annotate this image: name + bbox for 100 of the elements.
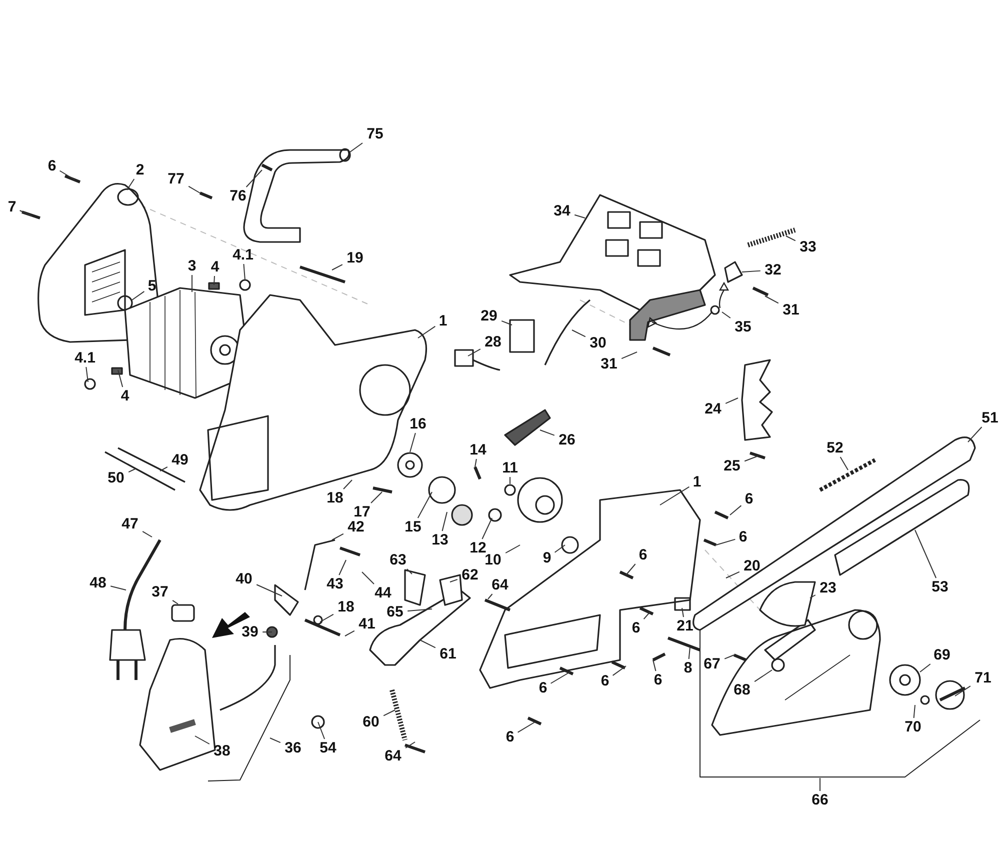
leader-line bbox=[407, 608, 432, 612]
leader-line bbox=[505, 544, 520, 554]
callout-number: 6 bbox=[744, 492, 754, 506]
callout-number: 28 bbox=[484, 334, 502, 350]
callout-number: 26 bbox=[558, 432, 576, 448]
callout-number: 49 bbox=[172, 452, 188, 468]
leader-line bbox=[730, 505, 742, 516]
callout-number: 14 bbox=[470, 442, 486, 458]
leader-line bbox=[362, 572, 374, 584]
callout-number: 5 bbox=[148, 278, 156, 294]
leader-line bbox=[19, 210, 32, 216]
leader-line bbox=[554, 544, 566, 553]
callout-number: 71 bbox=[974, 670, 992, 686]
callout-number: 51 bbox=[982, 410, 998, 426]
leader-line bbox=[383, 710, 396, 716]
leader-line bbox=[660, 486, 690, 506]
callout-number: 1 bbox=[438, 314, 448, 328]
callout-number: 48 bbox=[90, 576, 106, 590]
callout-number: 42 bbox=[348, 520, 364, 534]
leader-line bbox=[214, 276, 215, 286]
callout-number: 7 bbox=[8, 200, 16, 214]
callout-number: 35 bbox=[734, 320, 752, 334]
leader-line bbox=[118, 370, 124, 388]
callout-number: 66 bbox=[812, 792, 828, 808]
leader-line bbox=[652, 660, 656, 672]
leader-line bbox=[450, 578, 458, 582]
leader-line bbox=[406, 568, 412, 574]
leader-line bbox=[160, 466, 168, 472]
leader-line bbox=[914, 530, 937, 578]
leader-line bbox=[682, 608, 684, 618]
leader-line bbox=[572, 330, 586, 338]
leader-line bbox=[643, 612, 650, 620]
leader-line bbox=[132, 290, 145, 300]
callout-number: 41 bbox=[358, 616, 376, 632]
callout-number: 33 bbox=[800, 240, 816, 254]
callout-number: 62 bbox=[462, 568, 478, 582]
callout-number: 6 bbox=[738, 530, 748, 544]
leader-line bbox=[574, 214, 586, 218]
leader-line bbox=[482, 518, 492, 540]
leader-line bbox=[188, 186, 200, 194]
leader-line bbox=[256, 584, 282, 596]
callout-number: 76 bbox=[230, 188, 246, 204]
callout-number: 24 bbox=[704, 402, 722, 416]
callout-number: 70 bbox=[904, 720, 922, 734]
callout-number: 4 bbox=[120, 388, 130, 404]
leader-line bbox=[442, 512, 448, 532]
callout-number: 18 bbox=[338, 600, 354, 614]
leader-line bbox=[840, 456, 848, 470]
callout-number: 16 bbox=[410, 416, 426, 432]
callout-number: 67 bbox=[704, 656, 720, 672]
leader-line bbox=[410, 432, 416, 452]
leader-line bbox=[270, 738, 281, 744]
leader-line bbox=[612, 666, 626, 676]
callout-number: 15 bbox=[404, 520, 422, 534]
leader-line bbox=[468, 348, 481, 356]
leader-line bbox=[344, 630, 355, 636]
callout-number: 18 bbox=[326, 490, 344, 506]
callout-number: 11 bbox=[502, 460, 518, 476]
leader-line bbox=[59, 170, 76, 180]
callout-number: 9 bbox=[542, 550, 552, 566]
callout-number: 3 bbox=[188, 258, 196, 274]
leader-line bbox=[338, 560, 346, 576]
callout-number: 32 bbox=[764, 262, 782, 278]
leader-line bbox=[246, 170, 262, 188]
leader-line bbox=[320, 614, 334, 622]
callout-number: 20 bbox=[744, 558, 760, 574]
leader-line bbox=[172, 600, 178, 604]
callout-number: 30 bbox=[590, 336, 606, 350]
callout-number: 60 bbox=[362, 714, 380, 730]
leader-line bbox=[722, 312, 731, 318]
callout-number: 77 bbox=[168, 172, 184, 186]
leader-line bbox=[742, 270, 761, 272]
callout-number: 63 bbox=[390, 552, 406, 568]
callout-number: 37 bbox=[152, 584, 168, 600]
leader-line bbox=[517, 722, 536, 733]
leader-line bbox=[474, 458, 477, 468]
callout-number: 50 bbox=[108, 470, 124, 486]
callout-number: 12 bbox=[470, 540, 486, 556]
leader-line bbox=[110, 586, 126, 590]
callout-number: 8 bbox=[684, 660, 692, 676]
leader-line bbox=[726, 571, 740, 578]
callout-number: 6 bbox=[538, 680, 548, 696]
callout-number: 69 bbox=[934, 648, 950, 662]
callout-number: 6 bbox=[506, 730, 514, 744]
leader-line bbox=[744, 456, 758, 462]
leader-line bbox=[688, 646, 690, 660]
callout-number: 4.1 bbox=[74, 350, 96, 366]
callout-number: 6 bbox=[48, 158, 56, 174]
leader-line bbox=[370, 492, 382, 504]
callout-number: 31 bbox=[782, 302, 800, 318]
leader-line bbox=[716, 538, 736, 546]
leader-line bbox=[954, 686, 971, 696]
callout-number: 23 bbox=[820, 580, 836, 596]
callout-number: 64 bbox=[492, 578, 508, 592]
callout-number: 6 bbox=[654, 672, 662, 688]
leader-line bbox=[810, 594, 816, 598]
callout-number: 44 bbox=[374, 586, 392, 600]
leader-line bbox=[626, 564, 636, 576]
callout-number: 53 bbox=[932, 580, 948, 594]
callout-number: 6 bbox=[632, 620, 640, 636]
